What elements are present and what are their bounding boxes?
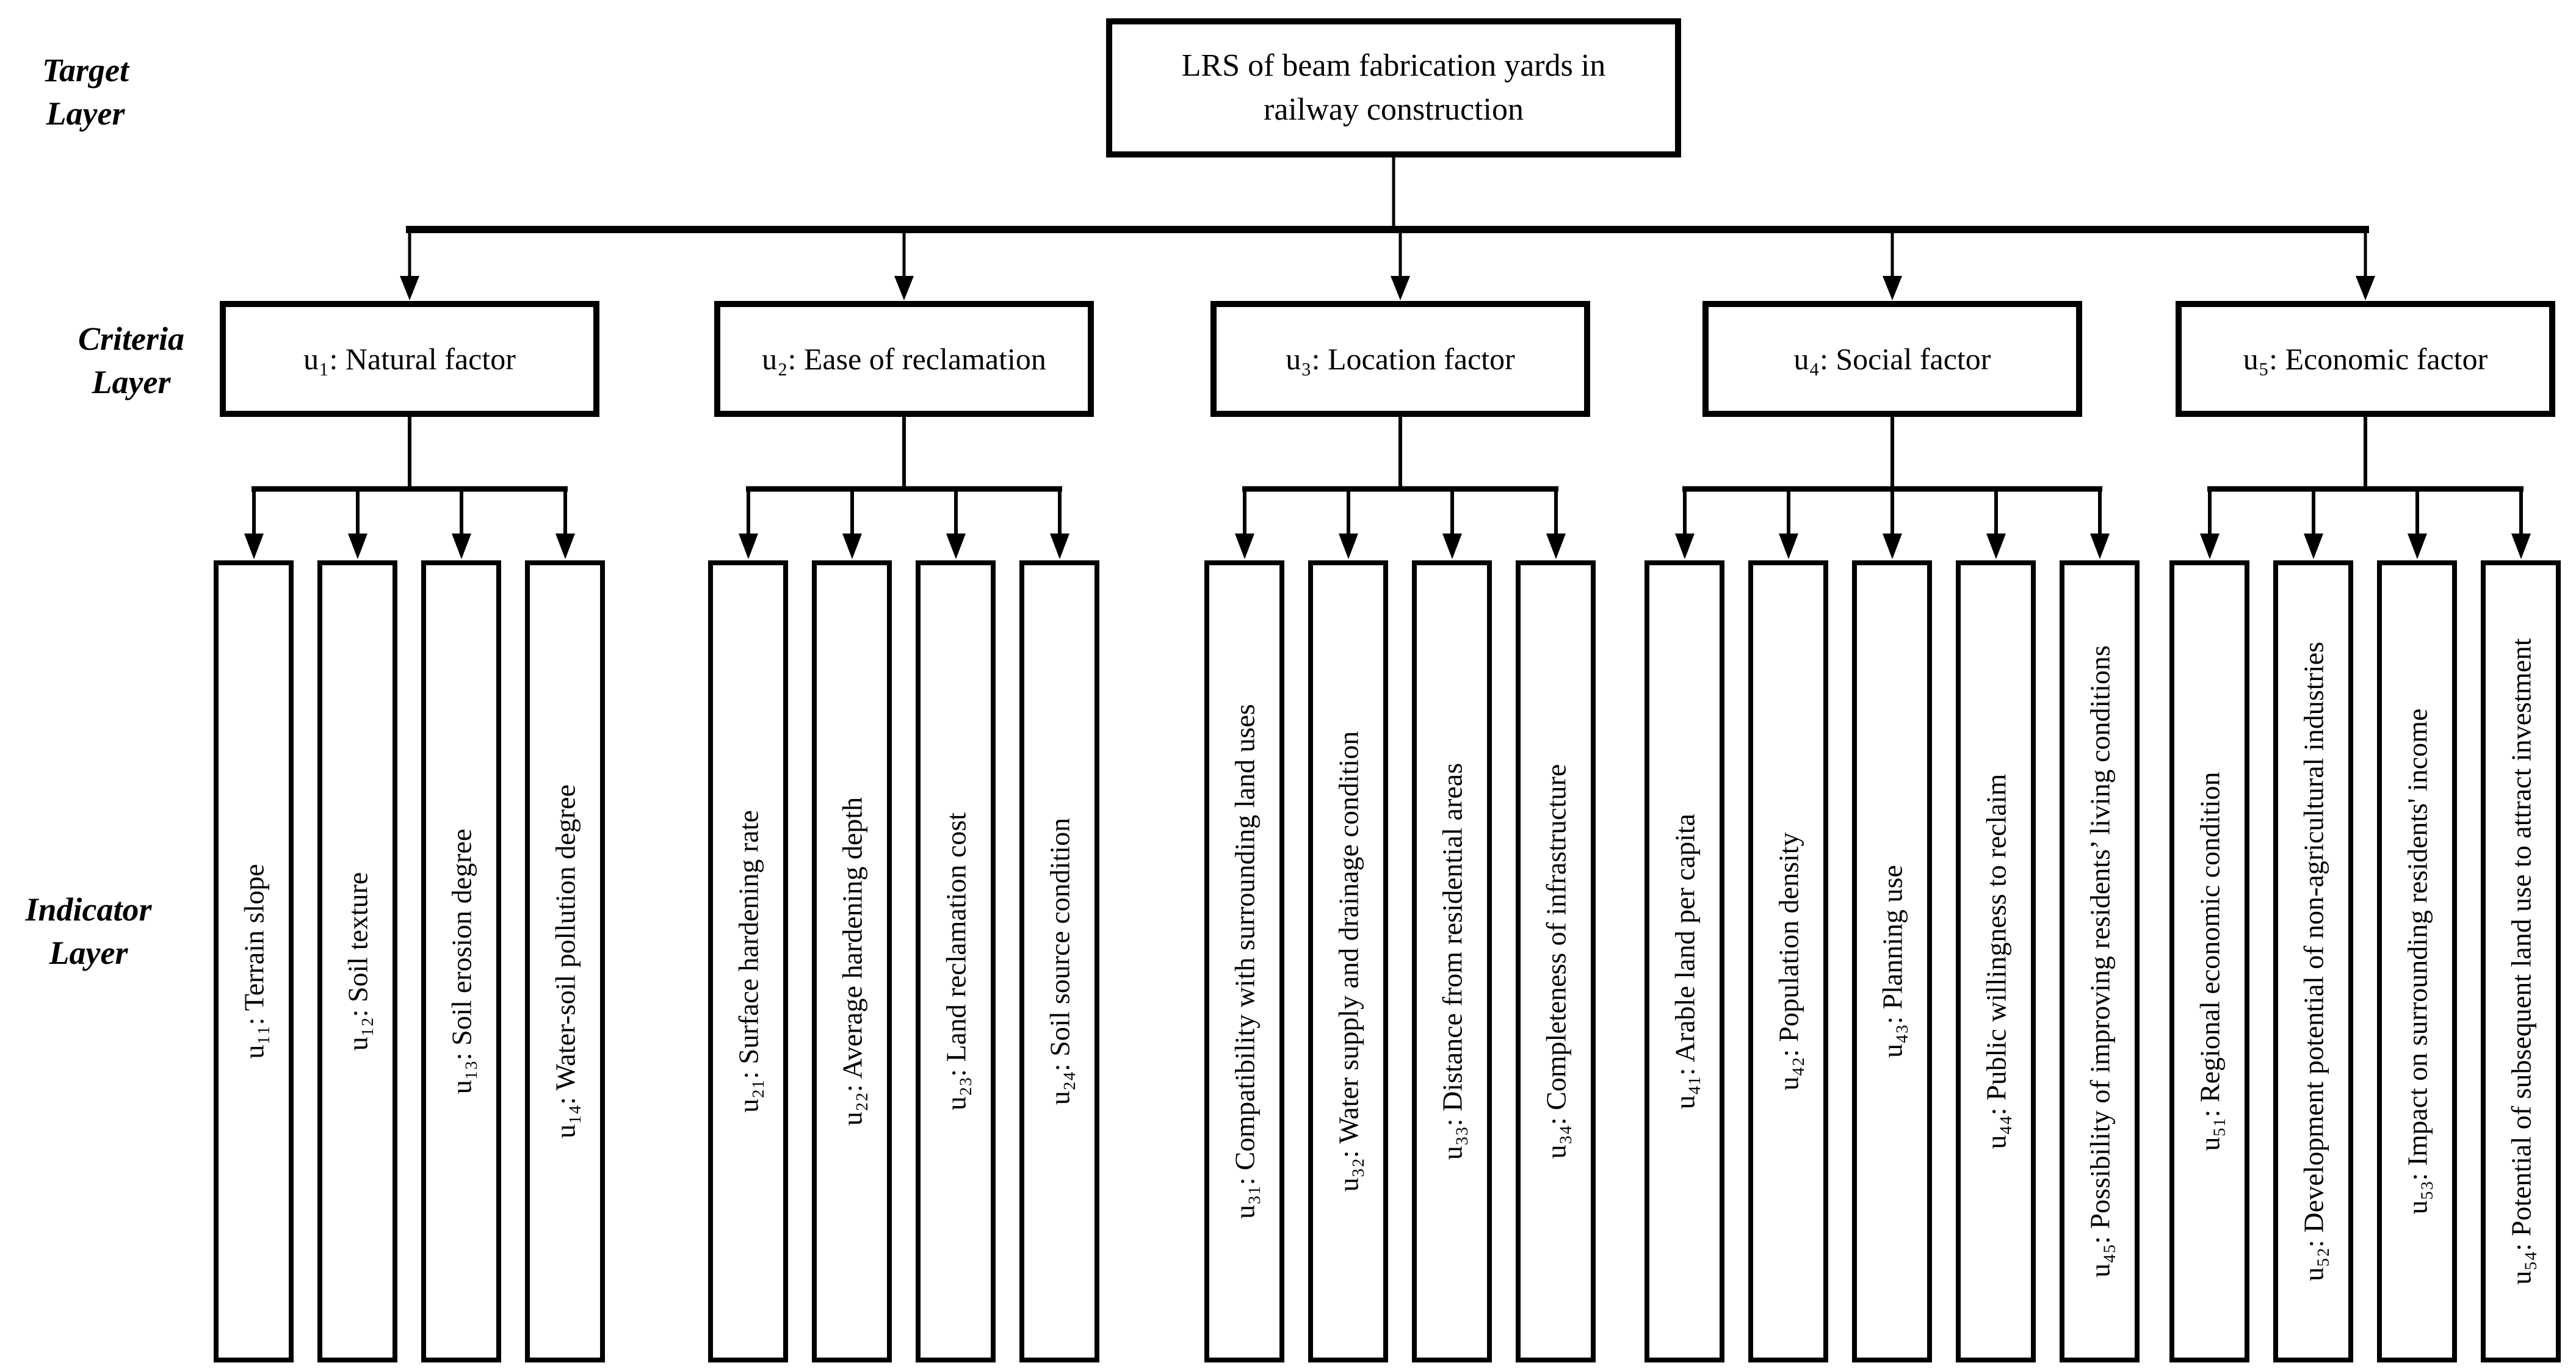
indicator-box-u24: u₂₄: Soil source condition [1019, 560, 1099, 1362]
indicator-box-u41: u₄₁: Arable land per capita [1644, 560, 1724, 1362]
indicator-box-u14-label: u₁₄: Water-soil pollution degree [549, 784, 581, 1138]
indicator-layer-label-line2: Layer [49, 935, 128, 972]
indicator-box-u53-label: u₅₃: Impact on surrounding residents' in… [2401, 708, 2433, 1215]
indicator-box-u41-label: u₄₁: Arable land per capita [1669, 813, 1700, 1110]
target-to-criteria-connectors [400, 157, 2375, 300]
indicator-box-u42-label: u₄₂: Population density [1773, 832, 1804, 1091]
indicator-box-u45: u₄₅: Possibility of improving residents’… [2060, 560, 2140, 1362]
indicator-box-u12-label: u₁₂: Soil texture [342, 872, 373, 1051]
criteria1-to-indicator-connectors [244, 417, 575, 559]
indicator-box-u23-label: u₂₃: Land reclamation cost [940, 812, 971, 1111]
indicator-box-u14: u₁₄: Water-soil pollution degree [525, 560, 605, 1362]
target-layer-label: Target Layer [12, 49, 159, 136]
indicator-box-u21: u₂₁: Surface hardening rate [708, 560, 788, 1362]
criteria2-to-indicator-connectors [739, 417, 1069, 559]
indicator-box-u34-label: u₃₄: Completeness of infrastructure [1540, 764, 1571, 1159]
indicator-box-u52-label: u₅₂: Development potential of non-agricu… [2298, 642, 2329, 1281]
criteria-box-u5-label: u₅: Economic factor [2243, 342, 2488, 376]
indicator-box-u32: u₃₂: Water supply and drainage condition [1308, 560, 1388, 1362]
target-box-title-line2: railway construction [1264, 92, 1524, 127]
criteria-box-u5: u₅: Economic factor [2176, 301, 2555, 417]
target-layer-label-line1: Target [42, 52, 129, 89]
indicator-box-u33-label: u₃₃: Distance from residential areas [1436, 762, 1467, 1160]
indicator-box-u22-label: u₂₂: Average hardening depth [836, 797, 867, 1126]
criteria-box-u1: u₁: Natural factor [220, 301, 599, 417]
indicator-box-u33: u₃₃: Distance from residential areas [1412, 560, 1492, 1362]
indicator-box-u43: u₄₃: Planning use [1852, 560, 1932, 1362]
indicator-box-u44: u₄₄: Public willingness to reclaim [1956, 560, 2036, 1362]
criteria-layer-label-line2: Layer [92, 364, 171, 401]
criteria-layer-label-line1: Criteria [78, 320, 185, 357]
indicator-box-u54: u₅₄: Potential of subsequent land use to… [2481, 560, 2561, 1362]
indicator-box-u51: u₅₁: Regional economic condition [2169, 560, 2249, 1362]
criteria-box-u1-label: u₁: Natural factor [303, 342, 516, 376]
target-box: LRS of beam fabrication yards in railway… [1106, 18, 1681, 157]
indicator-box-u12: u₁₂: Soil texture [317, 560, 397, 1362]
target-box-title-line1: LRS of beam fabrication yards in [1181, 48, 1606, 84]
criteria3-to-indicator-connectors [1235, 417, 1566, 559]
indicator-box-u23: u₂₃: Land reclamation cost [916, 560, 996, 1362]
indicator-layer-label: Indicator Layer [6, 888, 171, 975]
criteria-box-u2: u₂: Ease of reclamation [714, 301, 1094, 417]
criteria-box-u4-label: u₄: Social factor [1793, 342, 1991, 376]
indicator-box-u32-label: u₃₂: Water supply and drainage condition [1333, 731, 1364, 1192]
indicator-box-u52: u₅₂: Development potential of non-agricu… [2273, 560, 2353, 1362]
criteria-box-u3: u₃: Location factor [1210, 301, 1590, 417]
criteria-box-u2-label: u₂: Ease of reclamation [762, 342, 1046, 376]
indicator-box-u34: u₃₄: Completeness of infrastructure [1516, 560, 1596, 1362]
criteria-box-u3-label: u₃: Location factor [1286, 342, 1515, 376]
indicator-box-u53: u₅₃: Impact on surrounding residents' in… [2377, 560, 2457, 1362]
criteria5-to-indicator-connectors [2200, 417, 2531, 559]
indicator-box-u44-label: u₄₄: Public willingness to reclaim [1980, 773, 2011, 1149]
indicator-box-u31: u₃₁: Compatibility with surrounding land… [1204, 560, 1284, 1362]
indicator-box-u43-label: u₄₃: Planning use [1876, 865, 1908, 1058]
indicator-box-u21-label: u₂₁: Surface hardening rate [733, 810, 764, 1113]
criteria-box-u4: u₄: Social factor [1702, 301, 2082, 417]
indicator-box-u51-label: u₅₁: Regional economic condition [2194, 772, 2225, 1151]
indicator-box-u11: u₁₁: Terrain slope [214, 560, 294, 1362]
indicator-box-u13: u₁₃: Soil erosion degree [421, 560, 501, 1362]
indicator-box-u22: u₂₂: Average hardening depth [812, 560, 892, 1362]
target-layer-label-line2: Layer [46, 95, 125, 132]
criteria4-to-indicator-connectors [1675, 417, 2110, 559]
indicator-box-u31-label: u₃₁: Compatibility with surrounding land… [1229, 704, 1260, 1219]
indicator-box-u42: u₄₂: Population density [1748, 560, 1828, 1362]
indicator-box-u24-label: u₂₄: Soil source condition [1044, 817, 1075, 1105]
indicator-box-u45-label: u₄₅: Possibility of improving residents’… [2084, 645, 2115, 1278]
criteria-layer-label: Criteria Layer [46, 317, 217, 405]
indicator-layer-label-line1: Indicator [25, 891, 152, 928]
indicator-box-u13-label: u₁₃: Soil erosion degree [446, 828, 477, 1094]
indicator-box-u11-label: u₁₁: Terrain slope [238, 864, 269, 1059]
indicator-box-u54-label: u₅₄: Potential of subsequent land use to… [2505, 638, 2536, 1285]
